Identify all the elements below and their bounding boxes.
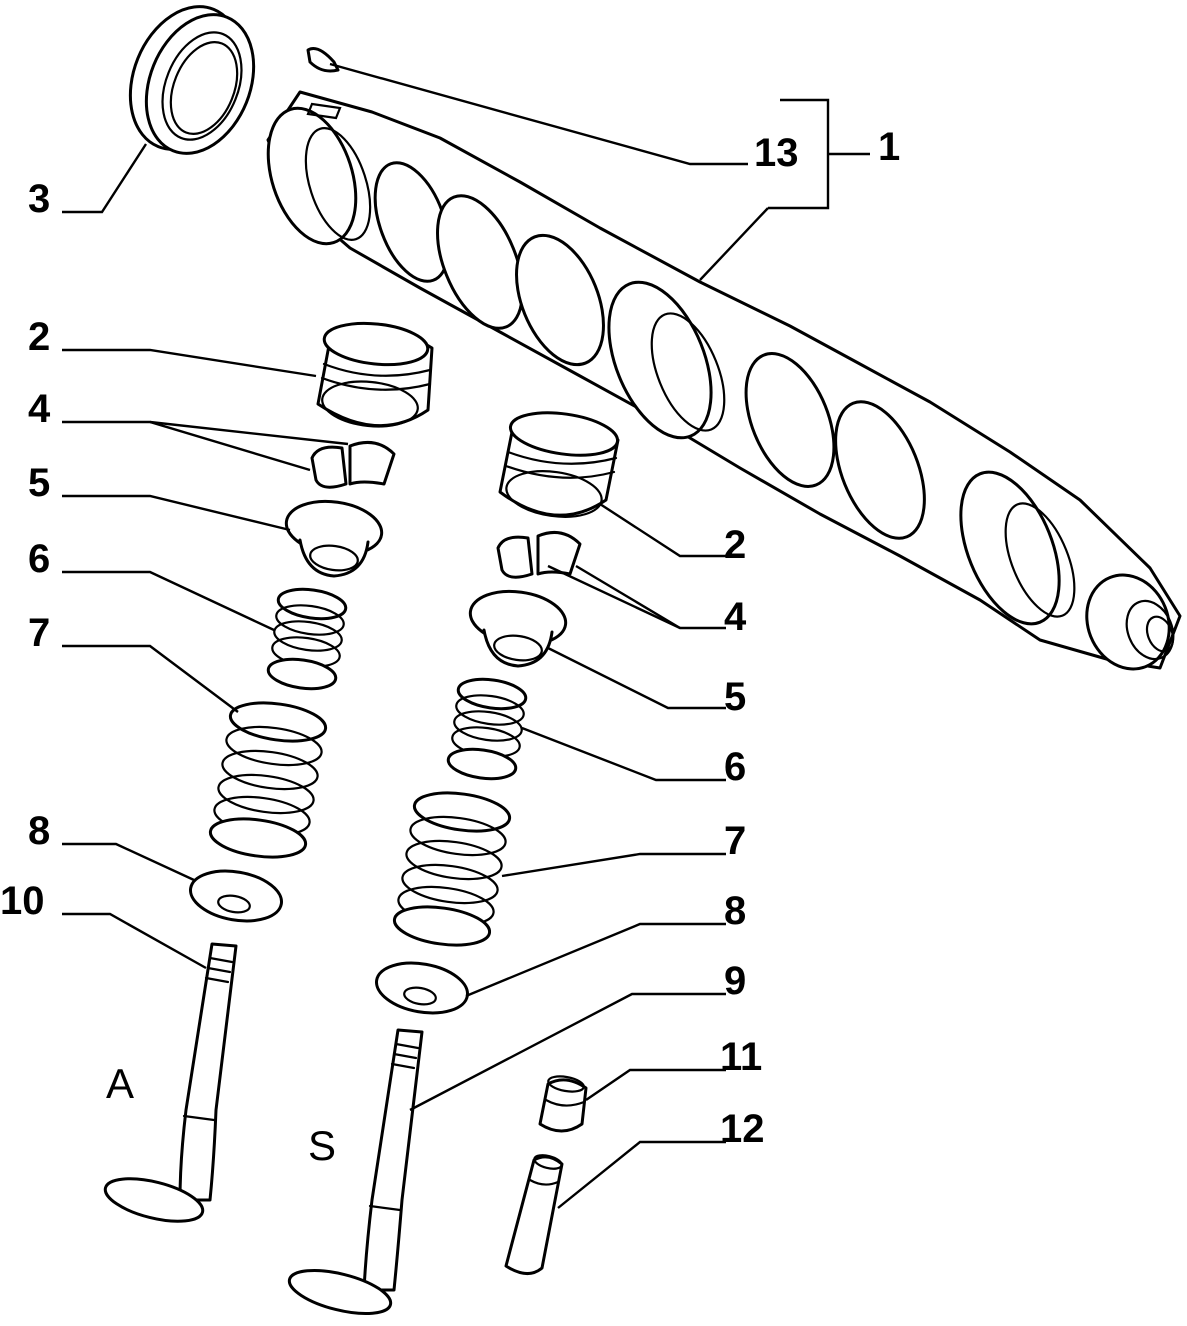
callout-2-left: 2 bbox=[28, 315, 50, 359]
intake-valve-label: A bbox=[106, 1060, 134, 1107]
callout-9: 9 bbox=[724, 959, 746, 1003]
tappet-left bbox=[316, 321, 434, 428]
valve-guide bbox=[504, 1154, 564, 1275]
leader-lines bbox=[62, 62, 870, 1209]
spring-retainer-left bbox=[284, 499, 384, 578]
callout-11: 11 bbox=[720, 1035, 762, 1079]
callout-6-left: 6 bbox=[28, 537, 50, 581]
callout-3: 3 bbox=[28, 177, 50, 221]
intake-valve bbox=[103, 942, 238, 1223]
spring-seat-left bbox=[189, 869, 283, 923]
exhaust-valve bbox=[287, 1028, 424, 1316]
inner-valve-spring-right bbox=[446, 677, 528, 781]
callout-6-right: 6 bbox=[724, 745, 746, 789]
callout-4-right: 4 bbox=[724, 595, 747, 639]
callout-8-left: 8 bbox=[28, 809, 50, 853]
valve-collets-right bbox=[496, 530, 582, 579]
callout-8-right: 8 bbox=[724, 889, 746, 933]
camshaft bbox=[266, 90, 1182, 671]
callout-5-left: 5 bbox=[28, 461, 50, 505]
spring-seat-right bbox=[375, 961, 469, 1015]
outer-valve-spring-left bbox=[208, 701, 328, 859]
callout-5-right: 5 bbox=[724, 675, 746, 719]
callout-7-left: 7 bbox=[28, 611, 50, 655]
callout-13: 13 bbox=[754, 131, 799, 175]
callout-12: 12 bbox=[720, 1107, 765, 1151]
callout-1: 1 bbox=[878, 125, 900, 169]
camshaft-oil-seal bbox=[128, 5, 256, 155]
inner-valve-spring-left bbox=[266, 587, 348, 691]
valve-stem-seal bbox=[538, 1075, 588, 1133]
outer-valve-spring-right bbox=[392, 791, 512, 947]
spring-retainer-right bbox=[468, 589, 568, 668]
tappet-right bbox=[498, 411, 620, 518]
valve-collets-left bbox=[310, 440, 396, 489]
callout-numbers: 13 1 3 2 4 5 6 7 8 10 2 4 5 6 7 8 9 11 1… bbox=[0, 125, 900, 1151]
callout-2-right: 2 bbox=[724, 523, 746, 567]
callout-7-right: 7 bbox=[724, 819, 746, 863]
exhaust-valve-label: S bbox=[308, 1122, 336, 1169]
woodruff-key bbox=[306, 47, 340, 73]
callout-10: 10 bbox=[0, 879, 45, 923]
callout-4-left: 4 bbox=[28, 387, 51, 431]
